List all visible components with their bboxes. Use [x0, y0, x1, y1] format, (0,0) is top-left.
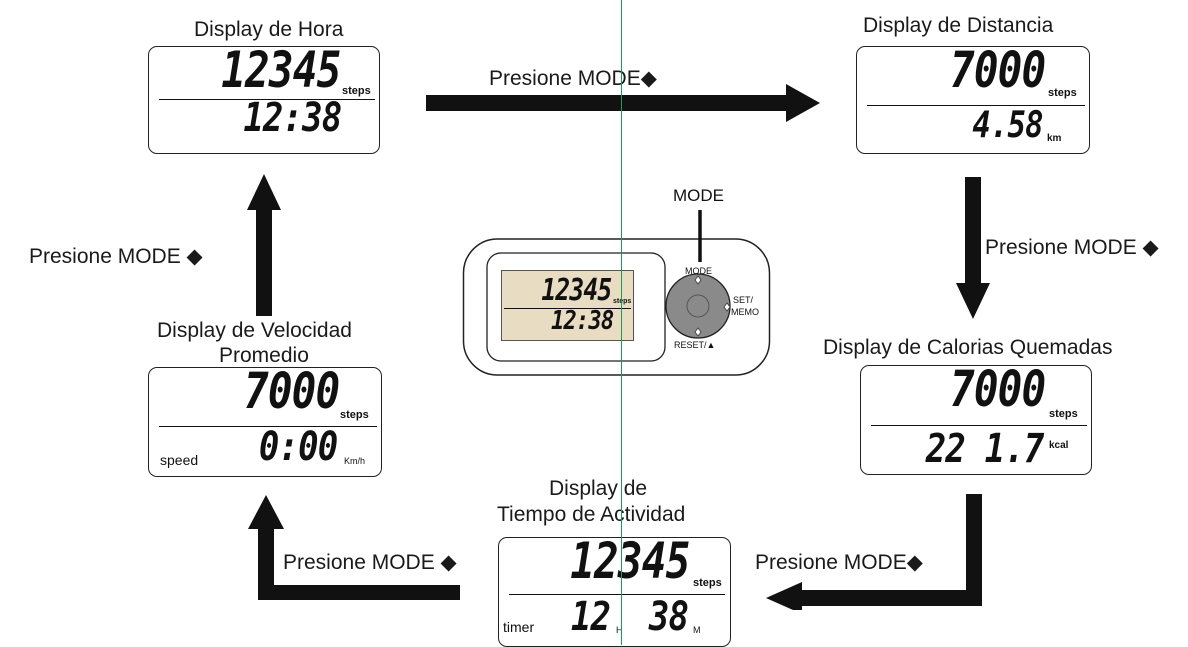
velocidad-speed-value: 0:00 [258, 424, 338, 470]
tiempo-title-line1: Display de [549, 477, 648, 500]
device-lcd-screen: 12345 steps 12:38 [501, 270, 634, 341]
arrow-velocidad-to-hora [247, 174, 281, 316]
velocidad-title-line2: Promedio [219, 344, 309, 367]
calorias-kcal-unit: kcal [1049, 440, 1069, 451]
tiempo-hours-value: 12 [570, 594, 611, 640]
hora-divider [159, 99, 375, 100]
tiempo-side-label: timer [503, 619, 535, 635]
velocidad-side-label: speed [160, 452, 199, 468]
hora-title: Display de Hora [194, 18, 344, 41]
tiempo-minutes-value: 38 [648, 594, 689, 640]
device-button-set-label: SET/ [733, 295, 754, 305]
label-distancia-to-calorias: Presione MODE ◆ [985, 236, 1159, 259]
arrow-calorias-to-tiempo [766, 494, 982, 610]
distancia-divider [867, 105, 1085, 106]
tiempo-display: 12345 steps timer 12 H 38 M [498, 532, 731, 647]
hora-display: 12345 steps 12:38 [148, 41, 380, 154]
distancia-display: 7000 steps 4.58 km [856, 41, 1090, 154]
distancia-title: Display de Distancia [863, 14, 1054, 37]
tiempo-title-line2: Tiempo de Actividad [497, 503, 686, 526]
arrow-distancia-to-calorias [956, 177, 990, 319]
vertical-guide-line [621, 0, 622, 645]
device-screen-divider [504, 308, 631, 309]
calorias-kcal-value: 22 1.7 [925, 426, 1044, 472]
tiempo-hours-unit: H [616, 625, 623, 635]
tiempo-steps-unit: steps [693, 577, 722, 589]
velocidad-display: 7000 steps speed 0:00 Km/h [148, 362, 382, 477]
label-calorias-to-tiempo: Presione MODE◆ [755, 551, 923, 574]
hora-steps-unit: steps [342, 85, 371, 97]
hora-steps-value: 12345 [221, 41, 342, 99]
device-screen-time: 12:38 [550, 306, 614, 336]
hora-time-value: 12:38 [242, 95, 342, 141]
distancia-steps-value: 7000 [949, 41, 1046, 99]
distancia-km-value: 4.58 [972, 105, 1044, 146]
device-screen-steps-unit: steps [613, 298, 632, 305]
distancia-km-unit: km [1047, 133, 1062, 144]
device-button-reset-label: RESET/▲ [674, 340, 716, 350]
device-screen-steps: 12345 [541, 273, 612, 308]
distancia-steps-unit: steps [1048, 87, 1077, 99]
device-button-memo-label: MEMO [731, 307, 759, 317]
device-mode-callout: MODE [673, 186, 724, 205]
arrow-tiempo-to-velocidad [248, 495, 460, 600]
calorias-steps-unit: steps [1049, 408, 1078, 420]
tiempo-divider [509, 594, 725, 595]
calorias-title: Display de Calorias Quemadas [823, 336, 1113, 359]
tiempo-steps-value: 12345 [570, 532, 691, 590]
velocidad-steps-unit: steps [340, 409, 369, 421]
label-velocidad-to-hora: Presione MODE ◆ [29, 245, 203, 268]
velocidad-divider [159, 426, 377, 427]
arrow-hora-to-distancia [426, 84, 820, 122]
velocidad-title-line1: Display de Velocidad [157, 319, 352, 342]
calorias-divider [871, 425, 1087, 426]
velocidad-speed-unit: Km/h [344, 456, 366, 466]
device-button-mode-label: MODE [685, 266, 712, 276]
tiempo-minutes-unit: M [693, 625, 701, 635]
velocidad-steps-value: 7000 [243, 362, 340, 420]
label-hora-to-distancia: Presione MODE◆ [489, 67, 657, 90]
calorias-steps-value: 7000 [949, 360, 1046, 418]
label-tiempo-to-velocidad: Presione MODE ◆ [283, 551, 457, 574]
calorias-display: 7000 steps 22 1.7 kcal [860, 360, 1092, 475]
